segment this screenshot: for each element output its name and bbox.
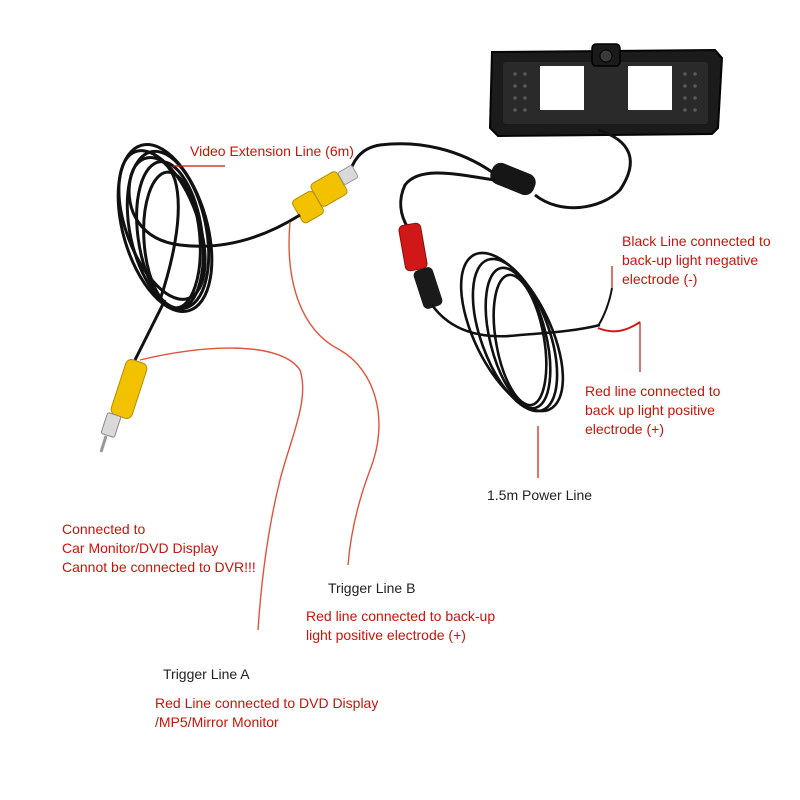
label-trigger-b-desc: Red line connected to back-up light posi… [306,607,495,645]
label-trigger-b-desc-1: Red line connected to back-up [306,608,496,624]
label-black-line-1: Black Line connected to [622,233,771,249]
video-cable [346,142,493,179]
label-red-line-power-1: Red line connected to [585,383,721,399]
label-black-line-2: back-up light negative [622,252,759,268]
label-power-line: 1.5m Power Line [487,487,593,503]
trigger-wires [139,221,380,631]
label-trigger-a-desc-1: Red Line connected to DVD Display [155,695,379,711]
label-black-line-3: electrode (-) [622,271,698,287]
black-lead [597,287,613,327]
label-monitor: Connected to Car Monitor/DVD Display Can… [62,520,256,577]
power-cable-upper [399,171,496,229]
leader-lines [173,165,641,478]
label-trigger-a-desc-2: /MP5/Mirror Monitor [155,714,279,730]
cable-splitter [490,162,536,196]
rca-plug-monitor [99,359,148,453]
label-monitor-3: Cannot be connected to DVR!!! [62,559,256,575]
label-monitor-1: Connected to [62,521,146,537]
label-black-line: Black Line connected to back-up light ne… [622,232,771,289]
license-plate-camera [488,43,724,138]
label-red-line-power: Red line connected to back up light posi… [585,382,720,439]
label-trigger-b-desc-2: light positive electrode (+) [306,627,466,643]
label-monitor-2: Car Monitor/DVD Display [62,540,219,556]
label-red-line-power-3: electrode (+) [585,421,664,437]
camera-cable [534,128,632,210]
label-trigger-a-desc: Red Line connected to DVD Display /MP5/M… [155,694,378,732]
power-connector [398,222,443,309]
video-extension-coil [116,143,301,361]
label-trigger-a-title: Trigger Line A [163,666,250,682]
red-lead [597,321,641,333]
power-line-coil [430,251,601,413]
label-video-extension: Video Extension Line (6m) [190,143,354,159]
label-trigger-b-title: Trigger Line B [328,580,416,596]
rca-joint-connector [292,165,359,224]
label-red-line-power-2: back up light positive [585,402,715,418]
